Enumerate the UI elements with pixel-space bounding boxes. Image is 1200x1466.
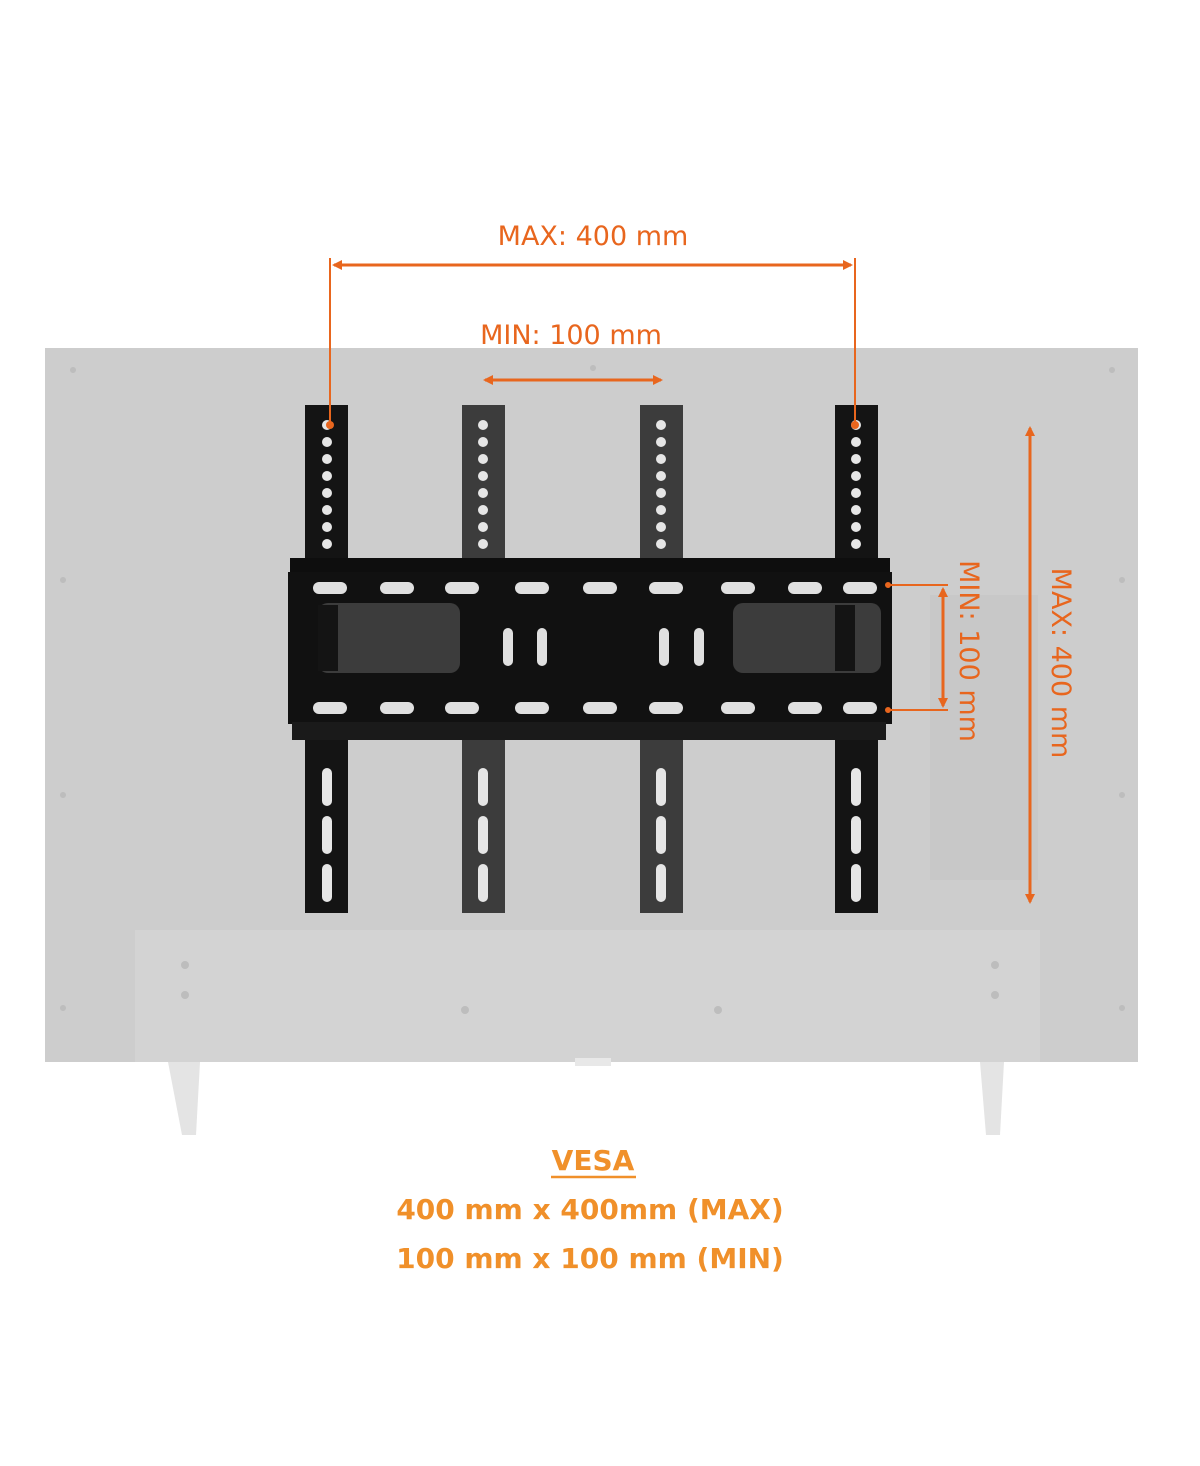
- max-height-label: MAX: 400 mm: [1045, 568, 1076, 759]
- plate-slot: [649, 582, 683, 594]
- min-height-dimension: [885, 582, 948, 713]
- plate-slot: [843, 582, 877, 594]
- vesa-max-spec: 400 mm x 400mm (MAX): [396, 1193, 783, 1226]
- plate-slot: [313, 582, 347, 594]
- rail-hole: [322, 522, 332, 532]
- rail-slot: [478, 768, 488, 806]
- vesa-title: VESA: [552, 1144, 635, 1177]
- rail-hole: [656, 505, 666, 515]
- plate-slot: [649, 702, 683, 714]
- rail-hole: [478, 454, 488, 464]
- plate-slot: [721, 702, 755, 714]
- rail-slot: [851, 864, 861, 902]
- rail-hole: [851, 471, 861, 481]
- rail-slot: [478, 864, 488, 902]
- max-width-label: MAX: 400 mm: [498, 221, 689, 252]
- rail-hole: [851, 437, 861, 447]
- rail-hole: [851, 454, 861, 464]
- min-width-label: MIN: 100 mm: [480, 320, 662, 351]
- rail-hole: [656, 454, 666, 464]
- plate-slot: [788, 582, 822, 594]
- rail-slot: [656, 768, 666, 806]
- rail-hole: [478, 539, 488, 549]
- plate-slot: [583, 702, 617, 714]
- rail-slot: [656, 864, 666, 902]
- rail-hole: [851, 522, 861, 532]
- max-width-dimension: [326, 258, 859, 429]
- rail-slot: [851, 768, 861, 806]
- rail-hole: [851, 505, 861, 515]
- rail-hole: [851, 488, 861, 498]
- rail-slot: [478, 816, 488, 854]
- rail-hole: [656, 471, 666, 481]
- rail-hole: [478, 488, 488, 498]
- tv-stand-legs: [168, 1058, 1004, 1135]
- rail-hole: [478, 471, 488, 481]
- plate-slot: [721, 582, 755, 594]
- plate-slot: [313, 702, 347, 714]
- plate-slot: [515, 702, 549, 714]
- rail-hole: [851, 539, 861, 549]
- rail-hole: [322, 539, 332, 549]
- plate-slot: [503, 628, 513, 666]
- plate-slot: [659, 628, 669, 666]
- plate-slot: [445, 702, 479, 714]
- rail-hole: [656, 488, 666, 498]
- rail-hole: [478, 522, 488, 532]
- plate-slot: [380, 702, 414, 714]
- bracket-plate: [288, 558, 892, 740]
- min-height-label: MIN: 100 mm: [953, 560, 984, 742]
- rail-hole: [656, 437, 666, 447]
- rail-hole: [322, 505, 332, 515]
- tv-back-panel: [45, 348, 1138, 1062]
- plate-slot: [445, 582, 479, 594]
- rail-slot: [851, 816, 861, 854]
- rail-slot: [322, 864, 332, 902]
- rail-slot: [322, 816, 332, 854]
- rail-hole: [322, 437, 332, 447]
- rail-hole: [656, 420, 666, 430]
- rail-hole: [478, 505, 488, 515]
- plate-slot: [694, 628, 704, 666]
- rail-hole: [656, 539, 666, 549]
- rail-hole: [478, 420, 488, 430]
- rail-slot: [322, 768, 332, 806]
- plate-slots: [313, 582, 877, 714]
- rail-hole: [478, 437, 488, 447]
- plate-slot: [788, 702, 822, 714]
- plate-slot: [515, 582, 549, 594]
- rail-hole: [322, 454, 332, 464]
- rail-hole: [322, 471, 332, 481]
- rail-slot: [656, 816, 666, 854]
- plate-slot: [583, 582, 617, 594]
- rail-hole: [656, 522, 666, 532]
- vesa-min-spec: 100 mm x 100 mm (MIN): [396, 1242, 784, 1275]
- plate-slot: [537, 628, 547, 666]
- rail-hole: [322, 488, 332, 498]
- plate-slot: [380, 582, 414, 594]
- plate-slot: [843, 702, 877, 714]
